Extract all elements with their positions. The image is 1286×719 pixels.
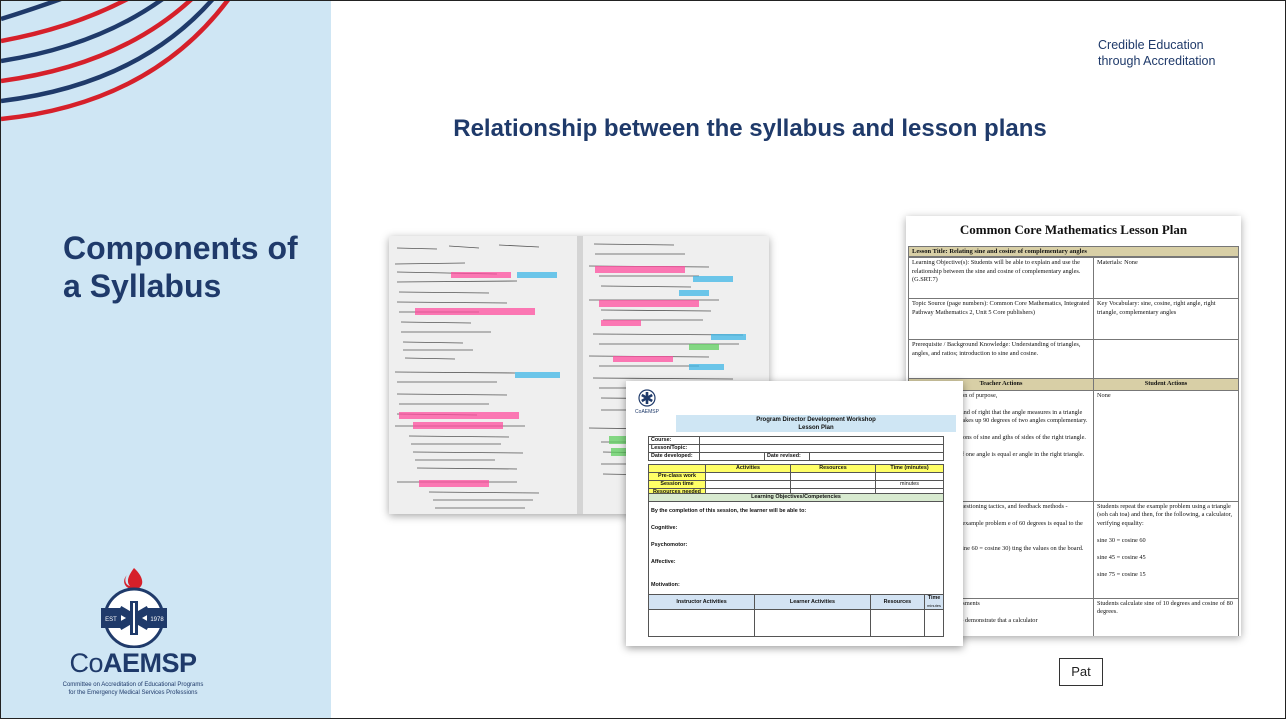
decorative-arcs	[1, 1, 230, 122]
math-doc-title: Common Core Mathematics Lesson Plan	[959, 222, 1188, 237]
math-lesson-plan-document: Common Core Mathematics Lesson Plan Less…	[906, 216, 1241, 636]
workshop-lesson-plan-document: CoAEMSP Program Director Development Wor…	[626, 381, 963, 646]
logo-wordmark: CoAEMSP	[69, 648, 197, 678]
workshop-activities-table: Instructor Activities Learner Activities…	[647, 594, 945, 637]
star-of-life-badge-icon: EST 1978	[101, 568, 167, 648]
coaemsp-logo: EST 1978 CoAEMSP Committee on Accreditat…	[43, 566, 223, 716]
workshop-schedule-table: Activities Resources Time (minutes) Pre-…	[648, 464, 944, 497]
logo-year: 1978	[150, 617, 164, 623]
star-of-life-icon	[638, 389, 656, 407]
section-title: Components of a Syllabus	[63, 230, 298, 305]
left-panel: Components of a Syllabus EST 1978 CoAEMS…	[1, 1, 331, 718]
logo-tagline: Committee on Accreditation of Educationa…	[62, 682, 204, 697]
logo-est: EST	[105, 617, 117, 623]
organization-tagline: Credible Education through Accreditation	[1098, 38, 1216, 68]
workshop-logo: CoAEMSP	[632, 389, 662, 415]
slide-title: Relationship between the syllabus and le…	[453, 115, 1047, 142]
workshop-meta-table: Course: Lesson/Topic: Date developed: Da…	[648, 436, 944, 461]
math-lesson-title: Lesson Title: Relating sine and cosine o…	[908, 246, 1239, 257]
workshop-doc-title: Program Director Development Workshop Le…	[676, 415, 956, 432]
pat-label: Pat	[1059, 658, 1103, 686]
workshop-objectives-table: Learning Objectives/Competencies By the …	[648, 493, 944, 600]
